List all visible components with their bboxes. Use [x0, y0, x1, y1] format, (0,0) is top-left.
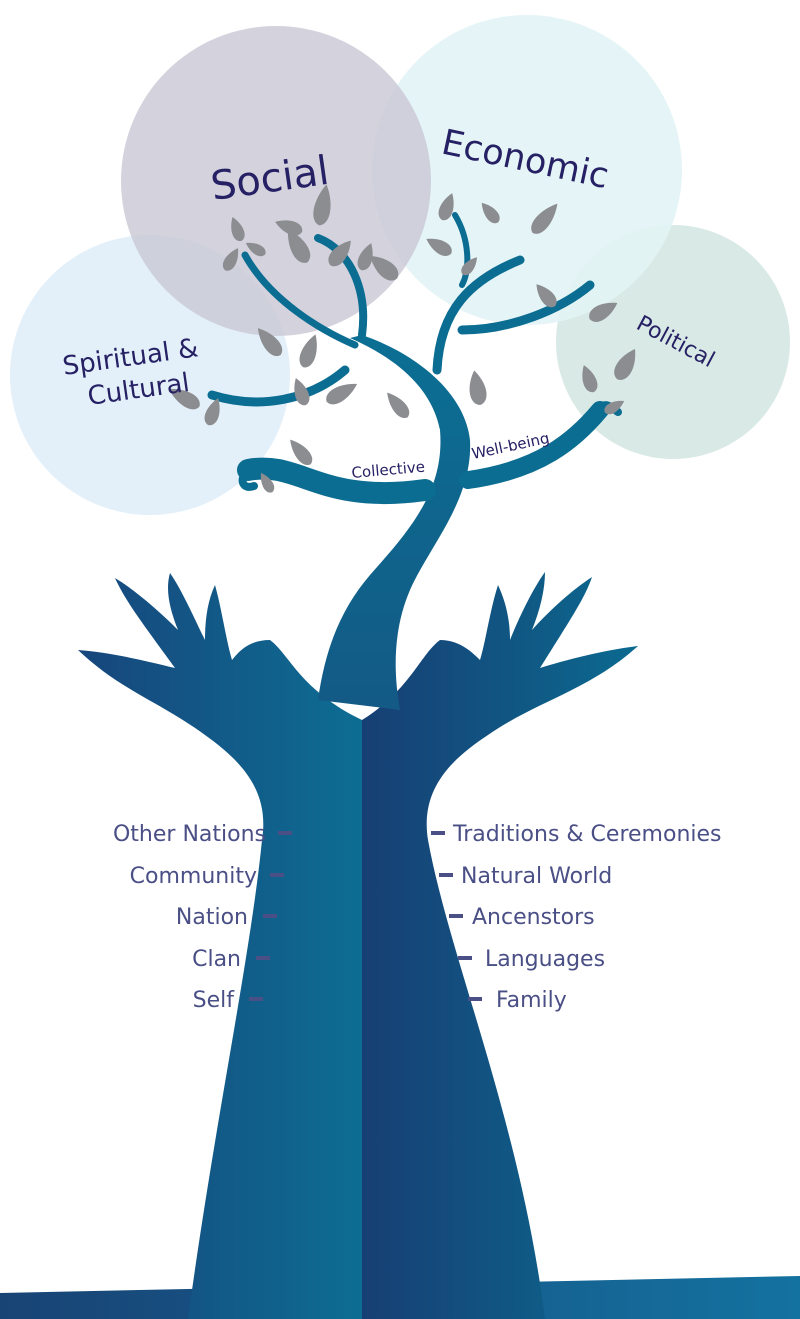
leaf	[536, 284, 557, 308]
leaf	[604, 400, 625, 415]
left-tick	[263, 914, 277, 918]
leaf	[328, 240, 351, 267]
right-system-label: Languages	[485, 947, 605, 972]
leaf	[461, 257, 477, 276]
right-tick	[449, 914, 463, 918]
leaf	[387, 392, 410, 419]
leaf	[287, 229, 311, 263]
tree-stem	[318, 335, 471, 710]
left-tick	[278, 831, 292, 835]
leaf	[222, 248, 239, 271]
leaf	[290, 439, 313, 466]
leaf	[275, 220, 303, 236]
right-system-label: Natural World	[461, 864, 612, 889]
leaf	[469, 370, 487, 405]
branch-economic	[432, 255, 525, 375]
left-tick	[256, 956, 270, 960]
leaf	[614, 348, 636, 380]
leaf	[481, 202, 500, 224]
leaf	[299, 334, 317, 368]
branch-collective-curl	[238, 466, 258, 491]
leaf	[168, 388, 200, 410]
right-system-label: Family	[496, 988, 567, 1013]
right-tick	[439, 873, 453, 877]
leaf	[257, 328, 283, 357]
left-tick	[249, 997, 263, 1001]
branch-political	[457, 280, 595, 335]
leaf	[204, 398, 220, 426]
leaf	[326, 383, 358, 405]
leaf	[589, 302, 618, 322]
branch-social-curl	[314, 234, 368, 339]
left-system-label: Self	[193, 988, 236, 1013]
branch-collective	[237, 457, 436, 505]
right-tick	[431, 831, 445, 835]
branch-economic-inner	[452, 212, 471, 288]
left-system-label: Other Nations	[113, 822, 266, 847]
left-system-label: Community	[130, 864, 257, 889]
right-system-label: Traditions & Ceremonies	[452, 822, 722, 847]
leaf	[582, 365, 598, 393]
leaf	[231, 216, 245, 242]
branch-spiritual	[207, 365, 350, 407]
right-tick	[468, 997, 482, 1001]
leaf	[313, 184, 331, 226]
left-systems: Other Nations Community Nation Clan Self	[113, 822, 292, 1013]
right-systems: Traditions & Ceremonies Natural World An…	[431, 822, 722, 1013]
leaf	[357, 243, 373, 271]
leaf	[294, 378, 310, 406]
social-circle	[121, 26, 431, 336]
right-tick	[458, 956, 472, 960]
left-system-label: Nation	[176, 905, 248, 930]
leaf	[438, 193, 454, 221]
leaf	[531, 203, 558, 234]
collective-label: Collective	[351, 458, 426, 482]
leaf	[245, 242, 266, 257]
leaf	[370, 255, 399, 281]
branch-top-left	[241, 251, 359, 349]
left-system-label: Clan	[192, 947, 241, 972]
right-system-label: Ancenstors	[472, 905, 595, 930]
right-arm-trunk	[362, 572, 638, 1319]
branches	[207, 212, 622, 505]
left-tick	[270, 873, 284, 877]
left-arm-trunk	[78, 573, 362, 1319]
leaf	[260, 472, 275, 493]
leaf-group	[168, 184, 636, 493]
branch-wellbeing	[459, 401, 609, 489]
leaf	[426, 238, 452, 257]
